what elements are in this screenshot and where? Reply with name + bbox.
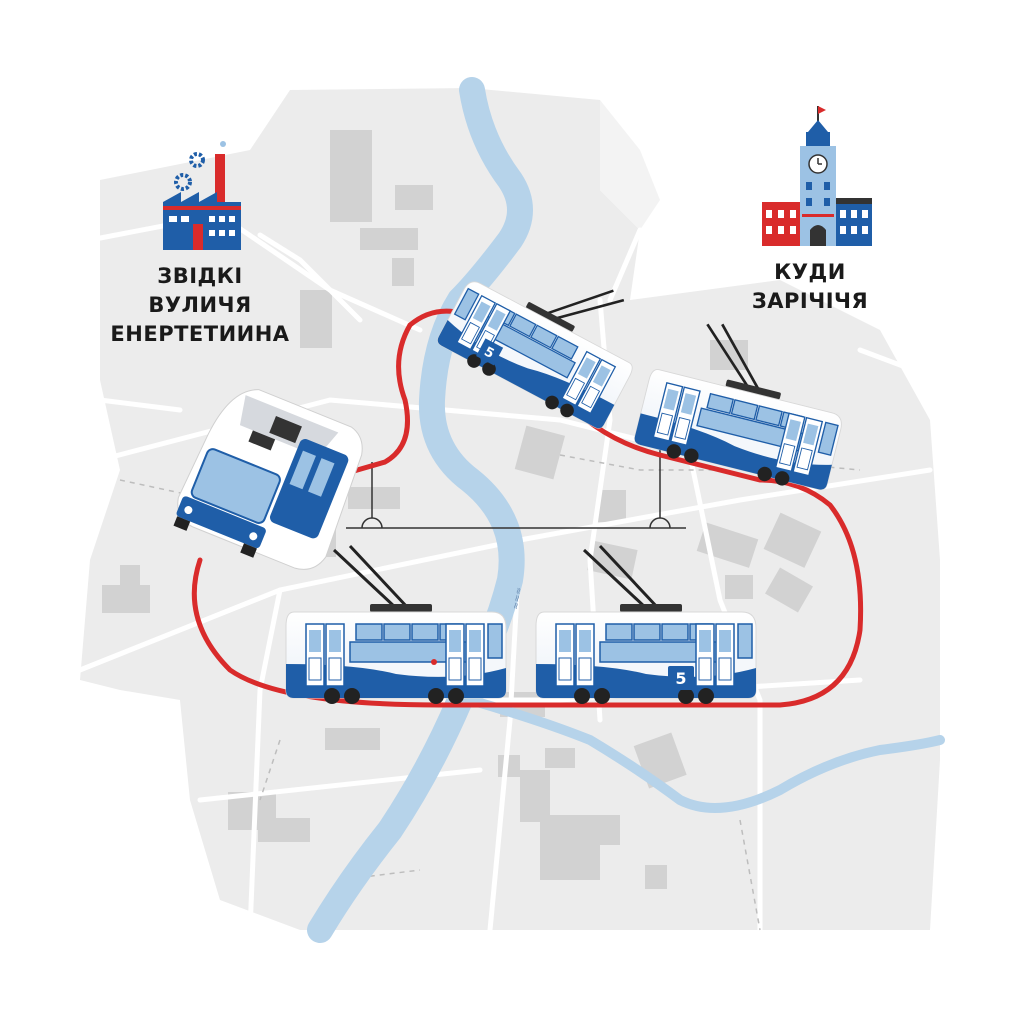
- town-hall-icon: [762, 106, 872, 246]
- trolleybus-bottom-left: [284, 544, 508, 706]
- origin-line-1: ЗВІДКІ: [157, 264, 243, 288]
- destination-line-2: ЗАРІЧІЧЯ: [751, 289, 869, 313]
- destination-label: КУДИ ЗАРІЧІЧЯ: [715, 258, 905, 316]
- destination-line-1: КУДИ: [774, 260, 846, 284]
- river-bridge: ≈≈≈: [511, 587, 525, 611]
- origin-line-3: ЕНЕРТЕТИИНА: [110, 322, 290, 346]
- origin-label: ЗВІДКІ ВУЛИЧЯ ЕНЕРТЕТИИНА: [100, 262, 300, 349]
- route-number-label: 5: [675, 669, 686, 688]
- trolleybus-front-view: [173, 389, 363, 570]
- trolleybus-top-right-1: 5: [432, 227, 663, 437]
- svg-text:≈≈≈: ≈≈≈: [511, 587, 525, 611]
- origin-line-2: ВУЛИЧЯ: [148, 293, 252, 317]
- river: [307, 77, 945, 943]
- overhead-wire: [346, 448, 686, 529]
- trolleybus-bottom-right: 5: [534, 544, 758, 706]
- factory-icon: [163, 141, 241, 250]
